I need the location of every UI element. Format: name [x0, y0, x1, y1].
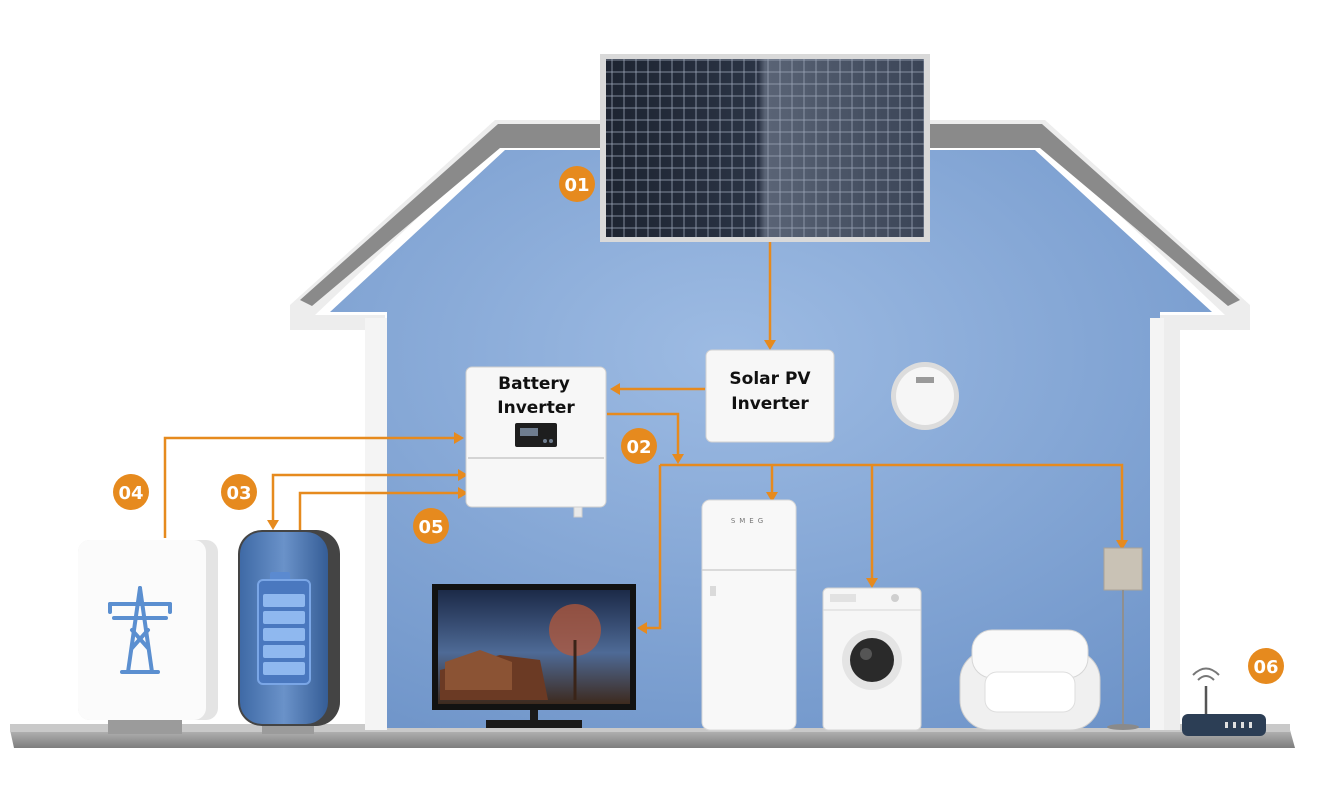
washing-machine	[822, 587, 922, 731]
refrigerator: SMEG	[701, 499, 797, 731]
armchair	[959, 629, 1101, 731]
wifi-router	[1182, 667, 1266, 736]
badge-04-label: 04	[118, 483, 143, 504]
badge-01: 01	[559, 166, 595, 202]
power-pylon-icon	[108, 586, 172, 674]
battery-inverter-label-line2: Inverter	[497, 398, 575, 418]
floor-lamp	[1103, 547, 1143, 730]
badge-06-label: 06	[1253, 657, 1278, 678]
grid-cabinet	[78, 540, 218, 734]
badge-04: 04	[113, 474, 149, 510]
solar-pv-inverter: Solar PV Inverter	[705, 349, 835, 443]
home-battery	[238, 530, 340, 734]
television	[432, 584, 636, 728]
solar-pv-inverter-label-line2: Inverter	[731, 394, 809, 414]
battery-inverter: Battery Inverter	[465, 366, 607, 518]
solar-panel	[600, 54, 930, 242]
battery-level-icon	[257, 572, 311, 685]
wiring	[163, 242, 1124, 630]
battery-inverter-label-line1: Battery	[498, 374, 570, 394]
badge-06: 06	[1248, 648, 1284, 684]
badge-01-label: 01	[564, 175, 589, 196]
badge-05-label: 05	[418, 517, 443, 538]
smart-meter	[891, 362, 959, 430]
solar-pv-inverter-label-line1: Solar PV	[729, 369, 811, 389]
wiring-arrowheads	[267, 340, 1128, 634]
wifi-signal-icon	[1192, 667, 1220, 681]
badge-02: 02	[621, 428, 657, 464]
fridge-brand: SMEG	[731, 517, 767, 525]
badge-02-label: 02	[626, 437, 651, 458]
badge-05: 05	[413, 508, 449, 544]
badge-03-label: 03	[226, 483, 251, 504]
badge-03: 03	[221, 474, 257, 510]
